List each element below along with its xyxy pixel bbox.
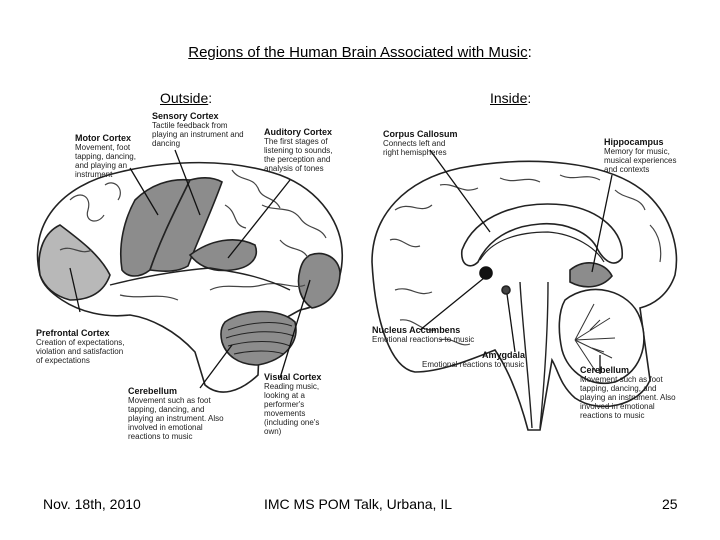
cerebellum-inside-label: Cerebellum Movement such as foot tapping… bbox=[580, 365, 680, 421]
prefrontal-leader-line bbox=[69, 267, 81, 313]
hippocampus-shape bbox=[569, 262, 613, 288]
amygdala-name: Amygdala bbox=[482, 350, 526, 360]
visual-cortex-label: Visual Cortex Reading music, looking at … bbox=[264, 372, 338, 437]
cerebellum-leader-line bbox=[199, 344, 233, 389]
medial-brain-diagram bbox=[371, 149, 678, 431]
cerebellum-outside-name: Cerebellum bbox=[128, 386, 178, 396]
corpus-callosum-label: Corpus Callosum Connects left and right … bbox=[383, 129, 463, 158]
outside-heading: Outside: bbox=[160, 90, 212, 106]
nucleus-accumbens-name: Nucleus Accumbens bbox=[372, 325, 461, 335]
sensory-cortex-desc: Tactile feedback from playing an instrum… bbox=[152, 121, 244, 148]
brain-stem bbox=[519, 281, 549, 429]
motor-cortex-name: Motor Cortex bbox=[75, 133, 131, 143]
cerebellum-region bbox=[220, 310, 297, 366]
prefrontal-cortex-label: Prefrontal Cortex Creation of expectatio… bbox=[36, 328, 128, 366]
sylvian-fissure bbox=[109, 267, 291, 291]
lateral-brain-diagram bbox=[36, 149, 343, 393]
corpus-callosum-desc: Connects left and right hemispheres bbox=[383, 139, 447, 157]
hippocampus-label: Hippocampus Memory for music, musical ex… bbox=[604, 137, 684, 175]
motor-cortex-desc: Movement, foot tapping, dancing, and pla… bbox=[75, 143, 136, 179]
outside-heading-colon: : bbox=[208, 90, 213, 106]
prefrontal-cortex-desc: Creation of expectations, violation and … bbox=[36, 338, 125, 365]
nucleus-accumbens-dot bbox=[479, 266, 493, 280]
slide-title: Regions of the Human Brain Associated wi… bbox=[0, 44, 720, 61]
visual-cortex-desc: Reading music, looking at a performer's … bbox=[264, 382, 320, 436]
visual-leader-line bbox=[279, 279, 311, 379]
hippocampus-name: Hippocampus bbox=[604, 137, 664, 147]
nucleus-accumbens-label: Nucleus Accumbens Emotional reactions to… bbox=[372, 325, 482, 345]
sensory-leader-line bbox=[174, 149, 201, 216]
cerebellum-inside-name: Cerebellum bbox=[580, 365, 630, 375]
cerebellum-outside-label: Cerebellum Movement such as foot tapping… bbox=[128, 386, 228, 442]
amygdala-label: Amygdala Emotional reactions to music bbox=[422, 350, 534, 370]
hippocampus-desc: Memory for music, musical experiences an… bbox=[604, 147, 677, 174]
corpus-callosum-shape bbox=[460, 203, 623, 267]
corpus-leader-line bbox=[429, 149, 491, 233]
motor-leader-line bbox=[129, 167, 159, 216]
footer-page-number: 25 bbox=[662, 496, 678, 512]
footer-date: Nov. 18th, 2010 bbox=[43, 496, 141, 512]
nucleus-accumbens-desc: Emotional reactions to music bbox=[372, 335, 475, 344]
lateral-brain-outline bbox=[36, 161, 343, 393]
amygdala-desc: Emotional reactions to music bbox=[422, 360, 525, 369]
inner-callosum-line bbox=[479, 231, 605, 263]
auditory-cortex-label: Auditory Cortex The first stages of list… bbox=[264, 127, 339, 174]
sensory-cortex-name: Sensory Cortex bbox=[152, 111, 219, 121]
sensory-cortex-label: Sensory Cortex Tactile feedback from pla… bbox=[152, 111, 247, 149]
slide-title-colon: : bbox=[527, 44, 532, 61]
auditory-leader-line bbox=[227, 179, 291, 259]
cerebellum-outside-desc: Movement such as foot tapping, dancing, … bbox=[128, 396, 224, 441]
lateral-gyri bbox=[59, 169, 327, 301]
outside-heading-text: Outside bbox=[160, 90, 209, 106]
visual-region bbox=[297, 252, 341, 309]
sensory-region bbox=[148, 177, 223, 272]
medial-cerebellum bbox=[558, 288, 645, 385]
hippocampus-leader-line bbox=[591, 174, 613, 273]
inside-heading-text: Inside bbox=[490, 90, 528, 106]
cerebellum-folia bbox=[225, 322, 295, 355]
amygdala-leader-line bbox=[506, 293, 516, 353]
arbor-vitae bbox=[574, 303, 616, 373]
inside-heading-colon: : bbox=[527, 90, 532, 106]
auditory-cortex-name: Auditory Cortex bbox=[264, 127, 333, 137]
amygdala-dot bbox=[501, 285, 511, 295]
corpus-callosum-name: Corpus Callosum bbox=[383, 129, 458, 139]
slide-title-text: Regions of the Human Brain Associated wi… bbox=[188, 44, 528, 61]
nucleus-leader-line bbox=[419, 277, 485, 331]
auditory-cortex-desc: The first stages of listening to sounds,… bbox=[264, 137, 333, 173]
prefrontal-cortex-name: Prefrontal Cortex bbox=[36, 328, 110, 338]
footer-venue: IMC MS POM Talk, Urbana, IL bbox=[264, 496, 453, 512]
medial-gyri bbox=[389, 174, 662, 346]
inside-heading: Inside: bbox=[490, 90, 531, 106]
motor-cortex-label: Motor Cortex Movement, foot tapping, dan… bbox=[75, 133, 143, 180]
cerebellum-inside-desc: Movement such as foot tapping, dancing, … bbox=[580, 375, 676, 420]
visual-cortex-name: Visual Cortex bbox=[264, 372, 322, 382]
prefrontal-region bbox=[38, 224, 111, 301]
